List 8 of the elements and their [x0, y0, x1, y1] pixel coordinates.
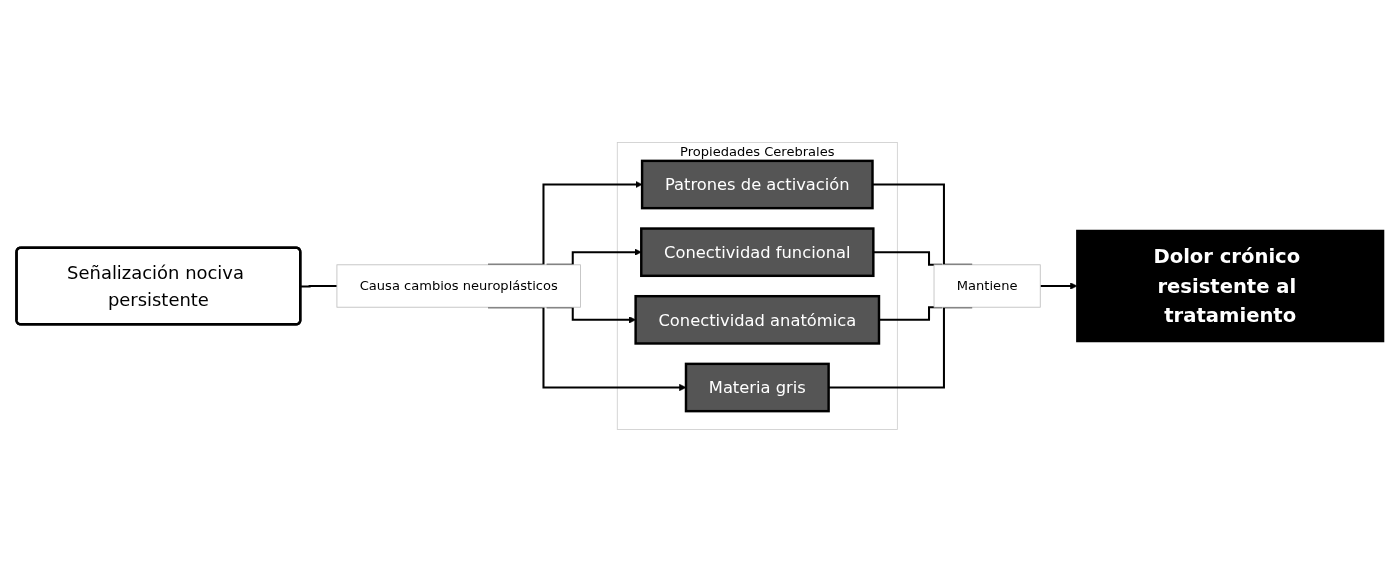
- connector: [300, 284, 337, 288]
- node-box: Patrones de activación: [640, 159, 874, 210]
- node-box: Conectividad funcional: [640, 227, 875, 278]
- node-box: Causa cambios neuroplásticos: [336, 264, 581, 308]
- node-box: Dolor crónico resistente al tratamiento: [1076, 229, 1385, 343]
- node-box: Conectividad anatómica: [634, 294, 881, 345]
- node-box: Mantiene: [933, 264, 1041, 308]
- node-box: Materia gris: [684, 362, 830, 413]
